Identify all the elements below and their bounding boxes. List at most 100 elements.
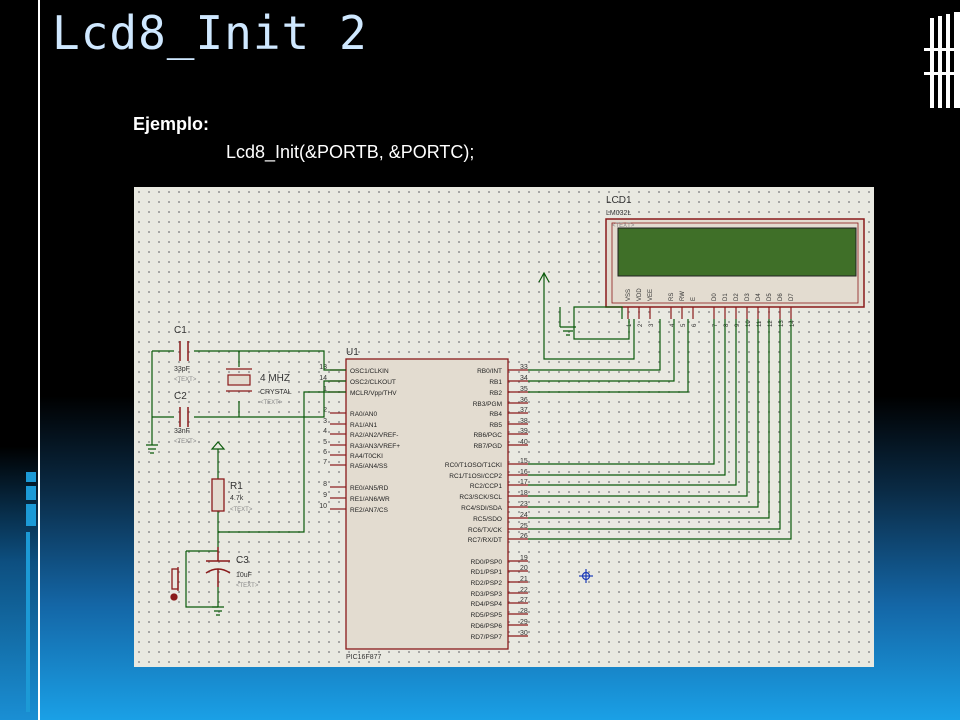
mcu-pin-name: RB5 bbox=[489, 422, 502, 429]
mcu-pin-number: 27 bbox=[520, 597, 528, 604]
lcd-text: <TEXT> bbox=[612, 223, 635, 229]
capacitor-c2 bbox=[179, 407, 189, 427]
mcu-pin-number: 34 bbox=[520, 375, 528, 382]
mcu-pin-name: RC0/T1OSO/T1CKI bbox=[445, 462, 502, 469]
c3-ref: C3 bbox=[236, 555, 249, 566]
mcu-pin-number: 6 bbox=[323, 449, 327, 456]
mcu-model: PIC16F877 bbox=[346, 654, 382, 661]
mcu-pin-number: 38 bbox=[520, 418, 528, 425]
mcu-pin-number: 16 bbox=[520, 469, 528, 476]
mcu-pin-name: RD6/PSP6 bbox=[471, 623, 503, 630]
mcu-pin-number: 17 bbox=[520, 479, 528, 486]
mcu-pin-name: RD7/PSP7 bbox=[471, 634, 503, 641]
mcu-right-pins: 33RB0/INT34RB135RB236RB3/PGM37RB438RB539… bbox=[445, 364, 528, 641]
mcu-pin-number: 9 bbox=[323, 492, 327, 499]
lcd-inner bbox=[611, 222, 859, 304]
mcu-pin-name: OSC1/CLKIN bbox=[350, 368, 389, 375]
mcu-pin-name: RE0/AN5/RD bbox=[350, 485, 389, 492]
mcu-pin-name: RC5/SDO bbox=[473, 516, 502, 523]
lcd-ref: LCD1 bbox=[606, 195, 632, 206]
lcd-pin-name: D4 bbox=[756, 293, 762, 301]
mcu-pin-number: 26 bbox=[520, 533, 528, 540]
mcu-pin-name: RD4/PSP4 bbox=[471, 601, 503, 608]
lcd-pin-name: VEE bbox=[648, 289, 654, 301]
mcu-pin-name: RA1/AN1 bbox=[350, 422, 377, 429]
mcu-pin-name: RE1/AN6/WR bbox=[350, 496, 390, 503]
mcu-pin-name: RC1/T1OSI/CCP2 bbox=[449, 473, 502, 480]
mcu-pin-number: 23 bbox=[520, 501, 528, 508]
capacitor-c3 bbox=[205, 547, 231, 587]
mcu-pin-name: RE2/AN7/CS bbox=[350, 507, 389, 514]
lcd-pin-name: D2 bbox=[734, 293, 740, 301]
mcu-pin-name: RA3/AN3/VREF+ bbox=[350, 443, 400, 450]
mcu-pin-name: RB7/PGD bbox=[473, 443, 502, 450]
c2-value: 33nF bbox=[174, 428, 190, 435]
lcd-pin-number: 12 bbox=[768, 320, 774, 327]
mcu-pin-number: 21 bbox=[520, 576, 528, 583]
mcu-pin-name: RD2/PSP2 bbox=[471, 580, 503, 587]
mcu-pin-number: 13 bbox=[319, 364, 327, 371]
lcd-screen bbox=[617, 227, 857, 277]
mcu-pin-number: 25 bbox=[520, 523, 528, 530]
mcu-pin-name: RC6/TX/CK bbox=[468, 527, 503, 534]
mcu-pin-number: 18 bbox=[520, 490, 528, 497]
c3-text: <TEXT> bbox=[236, 583, 259, 589]
mcu-pin-name: RD5/PSP5 bbox=[471, 612, 503, 619]
crystal-symbol bbox=[226, 368, 252, 392]
mcu-pin-number: 4 bbox=[323, 428, 327, 435]
lcd-pin-number: 5 bbox=[681, 323, 687, 327]
mcu-pin-number: 35 bbox=[520, 386, 528, 393]
capacitor-c1 bbox=[179, 341, 189, 361]
mcu-pin-name: RB1 bbox=[489, 379, 502, 386]
mcu-pin-name: RD1/PSP1 bbox=[471, 569, 503, 576]
corner-decoration bbox=[924, 12, 960, 112]
mcu-pin-name: RD0/PSP0 bbox=[471, 559, 503, 566]
mcu-pin-number: 30 bbox=[520, 630, 528, 637]
c2-ref: C2 bbox=[174, 391, 187, 402]
mcu-pin-number: 22 bbox=[520, 587, 528, 594]
lcd-pin-number: 1 bbox=[627, 323, 633, 327]
r1-text: <TEXT> bbox=[230, 507, 253, 513]
c1-text: <TEXT> bbox=[174, 377, 197, 383]
mcu-pin-name: RA0/AN0 bbox=[350, 411, 377, 418]
r1-ref: R1 bbox=[230, 481, 243, 492]
c1-value: 33pF bbox=[174, 366, 190, 373]
mcu-pin-number: 3 bbox=[323, 418, 327, 425]
lcd-pin-number: 9 bbox=[735, 323, 741, 327]
lcd-pin-number: 2 bbox=[638, 323, 644, 327]
mcu-pin-number: 8 bbox=[323, 481, 327, 488]
mcu-pin-number: 1 bbox=[323, 386, 327, 393]
mcu-pin-name: RA5/AN4/SS bbox=[350, 463, 388, 470]
mcu-pin-name: RC4/SDI/SDA bbox=[461, 505, 502, 512]
slide-title: Lcd8_Init 2 bbox=[52, 6, 368, 60]
mcu-pin-number: 40 bbox=[520, 439, 528, 446]
mcu-pin-number: 39 bbox=[520, 428, 528, 435]
vertical-divider bbox=[38, 0, 40, 720]
mcu-pin-number: 20 bbox=[520, 565, 528, 572]
mcu-pin-name: RB2 bbox=[489, 390, 502, 397]
lcd-pin-name: D7 bbox=[789, 293, 795, 301]
lcd-model: LM032L bbox=[606, 210, 631, 217]
mcu-pin-name: MCLR/Vpp/THV bbox=[350, 390, 397, 397]
left-bar bbox=[0, 0, 38, 720]
lcd-pin-name: D3 bbox=[745, 293, 751, 301]
r1-value: 4.7k bbox=[230, 495, 244, 502]
code-line: Lcd8_Init(&PORTB, &PORTC); bbox=[226, 142, 475, 162]
lcd-pin-number: 6 bbox=[692, 323, 698, 327]
crystal-type: CRYSTAL bbox=[260, 389, 292, 396]
mcu-ref: U1 bbox=[346, 347, 359, 358]
c3-value: 10uF bbox=[236, 572, 252, 579]
mcu-pin-number: 15 bbox=[520, 458, 528, 465]
c2-text: <TEXT> bbox=[174, 439, 197, 445]
mcu-pin-name: RB0/INT bbox=[477, 368, 502, 375]
lcd-pin-name: D1 bbox=[723, 293, 729, 301]
mcu-pin-name: RC7/RX/DT bbox=[468, 537, 502, 544]
example-label: Ejemplo: bbox=[133, 114, 210, 134]
lcd-pin-name: VSS bbox=[626, 289, 632, 301]
mcu-pin-number: 10 bbox=[319, 503, 327, 510]
lcd-pin-name: RW bbox=[680, 291, 686, 301]
mcu-pin-name: RB6/PGC bbox=[473, 432, 502, 439]
lcd-pin-number: 4 bbox=[670, 323, 676, 327]
mcu-pin-number: 7 bbox=[323, 459, 327, 466]
